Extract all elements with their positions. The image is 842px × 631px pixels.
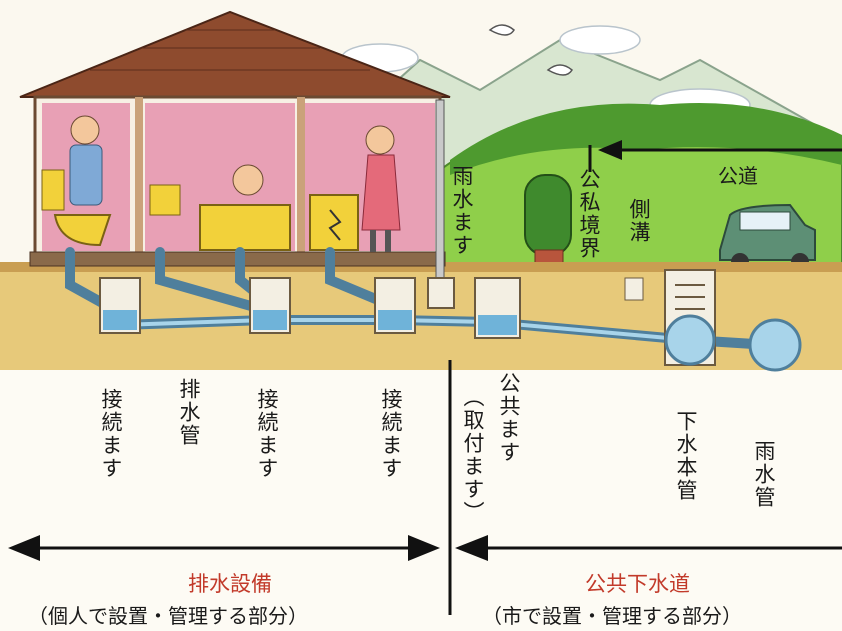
forest: [450, 103, 842, 175]
birds: [488, 24, 573, 76]
side-ditch: [624, 277, 644, 301]
drain-pipe-label: 排水管: [177, 378, 201, 447]
side-ditch-label: 側溝: [627, 198, 651, 244]
sewer-manhole: [664, 269, 716, 366]
toilet: [41, 169, 112, 247]
bathtub: [149, 164, 291, 251]
public-basin-label: 公共ます: [497, 372, 521, 464]
person-woman: [361, 125, 401, 252]
connection-basin-label-1: 接続ます: [99, 388, 123, 480]
car: [719, 203, 816, 271]
hedge-tree: [524, 174, 572, 273]
person-man: [69, 115, 103, 206]
sewer-main-label: 下水本管: [674, 410, 698, 502]
boundary-arrow: [588, 140, 842, 172]
connection-basin-label-3: 接続ます: [379, 388, 403, 480]
public-section-arrow: [455, 535, 842, 561]
connection-basins: [99, 277, 521, 339]
public-basin-note-label: （取付ます）: [461, 386, 485, 524]
public-section-subtitle: （市で設置・管理する部分）: [482, 604, 742, 628]
rain-pipe-label: 雨水管: [752, 440, 776, 509]
rain-basin-label: 雨水ます: [450, 165, 474, 257]
rain-downpipe: [435, 99, 445, 291]
public-road-label: 公道: [718, 164, 758, 188]
public-private-boundary-label: 公私境界: [577, 168, 601, 260]
private-section-subtitle: （個人で設置・管理する部分）: [28, 604, 308, 628]
private-section-title: 排水設備: [188, 572, 272, 596]
connection-basin-label-2: 接続ます: [255, 388, 279, 480]
rain-pipe-section: [748, 318, 802, 372]
kitchen-sink: [309, 194, 359, 251]
public-section-title: 公共下水道: [585, 572, 690, 596]
private-section-arrow: [8, 535, 440, 561]
